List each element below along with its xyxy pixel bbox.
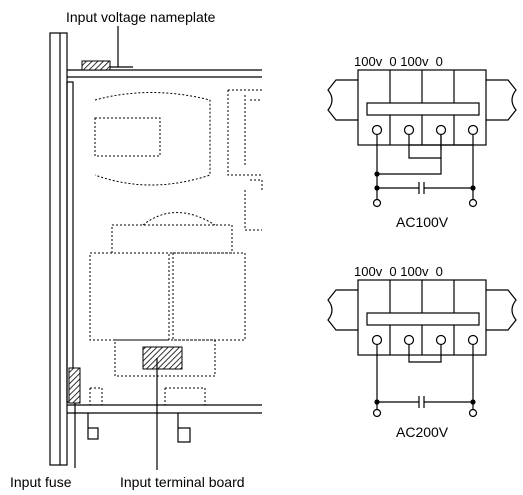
input-terminal-left (372, 408, 382, 418)
front-panel (49, 32, 68, 466)
internal-components (89, 89, 263, 405)
wire-series-link (408, 345, 442, 363)
wire-100v (376, 135, 442, 188)
screw-terminal (403, 124, 415, 136)
foot-left (87, 427, 99, 440)
mount-ear-right (486, 289, 517, 331)
panel-ac200v: 100v 0 100v 0 AC200V (327, 264, 517, 440)
board-outline-lower (244, 190, 262, 231)
component-box-left (89, 252, 170, 341)
capacitor (377, 396, 473, 408)
wire-0v (440, 135, 474, 188)
input-terminal-left (372, 198, 382, 208)
small-parts (89, 387, 206, 405)
screw-terminal (467, 334, 479, 346)
nameplate-plate (81, 60, 111, 71)
transformer-coil (94, 117, 161, 157)
transformer-lower (142, 212, 216, 226)
input-terminal-right (468, 198, 478, 208)
mount-ear-left (327, 79, 358, 121)
label-fuse: Input fuse (10, 474, 72, 490)
screw-terminal (435, 124, 447, 136)
screw-terminal (371, 334, 383, 346)
terminal-board-block (142, 346, 183, 370)
chassis-view (49, 32, 262, 466)
screw-terminal (435, 334, 447, 346)
board-outline-upper (227, 89, 263, 192)
foot-right (177, 427, 191, 443)
input-terminal-right (468, 408, 478, 418)
mount-ear-left (327, 289, 358, 331)
transformer-core (94, 92, 211, 186)
mount-ear-right (486, 79, 517, 121)
panel-ac100v: 100v 0 100v 0 AC100V (327, 54, 517, 230)
fuse-block (68, 367, 81, 404)
board-edge (66, 81, 74, 403)
component-box-right (172, 252, 246, 341)
terminal-labels-200v: 100v 0 100v 0 (354, 264, 443, 279)
terminal-labels-100v: 100v 0 100v 0 (354, 54, 443, 69)
capacitor (377, 182, 473, 194)
mode-label-ac200v: AC200V (396, 424, 449, 440)
screw-terminal (403, 334, 415, 346)
terminal-housing (114, 339, 216, 377)
mode-label-ac100v: AC100V (396, 214, 449, 230)
label-nameplate: Input voltage nameplate (66, 9, 216, 25)
bracket (111, 224, 233, 254)
screw-terminal (467, 124, 479, 136)
label-terminal-board: Input terminal board (120, 474, 245, 490)
screw-terminal (371, 124, 383, 136)
wire-ac-in (376, 345, 474, 402)
